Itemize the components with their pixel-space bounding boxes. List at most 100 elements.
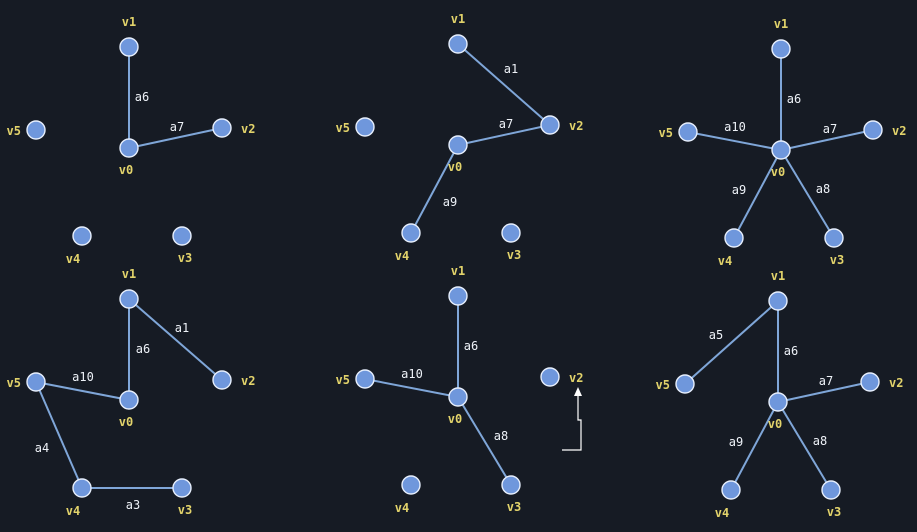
graph-6-edge-label-a7: a7 <box>819 374 833 388</box>
graph-3-vertex-label-v1: v1 <box>774 17 788 31</box>
graph-6-edge-v0-v4 <box>730 401 779 491</box>
graph-6-edge-label-a5: a5 <box>709 328 723 342</box>
graph-2-node-v5 <box>355 117 375 137</box>
graph-5-node-v0 <box>448 387 468 407</box>
graph-6-node-v1 <box>768 291 788 311</box>
graph-4-node-v3 <box>172 478 192 498</box>
graph-4-node-v1 <box>119 289 139 309</box>
graph-5-node-v4 <box>401 475 421 495</box>
graph-6-edge-label-a6: a6 <box>784 344 798 358</box>
graph-4-node-v2 <box>212 370 232 390</box>
graph-1-vertex-label-v3: v3 <box>178 251 192 265</box>
graph-2-node-v4 <box>401 223 421 243</box>
graph-3-node-v3 <box>824 228 844 248</box>
graph-3-vertex-label-v3: v3 <box>830 253 844 267</box>
graph-1-vertex-label-v2: v2 <box>241 122 255 136</box>
graph-4-vertex-label-v2: v2 <box>241 374 255 388</box>
graph-5-node-v5 <box>355 369 375 389</box>
graph-3-vertex-label-v0: v0 <box>771 165 785 179</box>
graph-4-vertex-label-v5: v5 <box>7 376 21 390</box>
graph-6-vertex-label-v1: v1 <box>771 269 785 283</box>
graph-5-edge-label-a6: a6 <box>464 339 478 353</box>
graph-6-edge-v1-v5 <box>684 300 779 385</box>
graph-2-vertex-label-v2: v2 <box>569 119 583 133</box>
graph-2-vertex-label-v5: v5 <box>336 121 350 135</box>
graph-2-vertex-label-v1: v1 <box>451 12 465 26</box>
graph-2-edge-label-a7: a7 <box>499 117 513 131</box>
graph-4-edge-v5-v0 <box>35 381 130 401</box>
graph-2-vertex-label-v4: v4 <box>395 249 409 263</box>
nodes-layer <box>26 34 883 500</box>
graph-3-vertex-label-v4: v4 <box>718 254 732 268</box>
edges-layer <box>35 43 874 491</box>
graph-2-edge-v0-v2 <box>457 124 551 146</box>
graph-2-edge-v0-v4 <box>410 144 459 234</box>
graph-5-vertex-label-v4: v4 <box>395 501 409 515</box>
graph-1-node-v1 <box>119 37 139 57</box>
graph-3-edge-label-a10: a10 <box>724 120 746 134</box>
graph-1-node-v2 <box>212 118 232 138</box>
graph-4-edge-label-a6: a6 <box>136 342 150 356</box>
graph-5-vertex-label-v2: v2 <box>569 371 583 385</box>
graph-1-vertex-label-v0: v0 <box>119 163 133 177</box>
graph-3-node-v4 <box>724 228 744 248</box>
graph-4-node-v0 <box>119 390 139 410</box>
graph-2-node-v1 <box>448 34 468 54</box>
graph-4-edge-label-a1: a1 <box>175 321 189 335</box>
graph-6-edge-v0-v3 <box>777 401 832 491</box>
graph-3-edge-label-a9: a9 <box>732 183 746 197</box>
graph-5-edge-label-a10: a10 <box>401 367 423 381</box>
graph-6-node-v4 <box>721 480 741 500</box>
graph-2-vertex-label-v3: v3 <box>507 248 521 262</box>
graph-1-vertex-label-v4: v4 <box>66 252 80 266</box>
graph-6-edge-label-a9: a9 <box>729 435 743 449</box>
graph-1-edge-v0-v2 <box>128 127 223 149</box>
graph-3-edge-label-a6: a6 <box>787 92 801 106</box>
graph-1-edge-label-a6: a6 <box>135 90 149 104</box>
graph-5-edge-v0-v3 <box>457 396 512 486</box>
graph-6-edge-label-a8: a8 <box>813 434 827 448</box>
graph-3-node-v2 <box>863 120 883 140</box>
graph-3-vertex-label-v5: v5 <box>659 126 673 140</box>
graph-5-node-v2 <box>540 367 560 387</box>
graph-6-vertex-label-v4: v4 <box>715 506 729 520</box>
graph-1-node-v0 <box>119 138 139 158</box>
graph-4-edge-label-a10: a10 <box>72 370 94 384</box>
graph-2-edge-label-a9: a9 <box>443 195 457 209</box>
graph-2-node-v0 <box>448 135 468 155</box>
graph-6-vertex-label-v5: v5 <box>656 378 670 392</box>
graph-6-node-v5 <box>675 374 695 394</box>
graph-6-node-v2 <box>860 372 880 392</box>
graph-6-node-v0 <box>768 392 788 412</box>
graph-4-vertex-label-v1: v1 <box>122 267 136 281</box>
cursor-arrow-indicator <box>562 387 582 451</box>
graph-4-edge-label-a4: a4 <box>35 441 49 455</box>
graph-6-vertex-label-v0: v0 <box>768 417 782 431</box>
graph-1-vertex-label-v5: v5 <box>7 124 21 138</box>
graph-3-node-v0 <box>771 140 791 160</box>
graph-4-edge-label-a3: a3 <box>126 498 140 512</box>
graph-2-node-v2 <box>540 115 560 135</box>
graph-2-vertex-label-v0: v0 <box>448 160 462 174</box>
graph-5-vertex-label-v0: v0 <box>448 412 462 426</box>
graph-1-vertex-label-v1: v1 <box>122 15 136 29</box>
graph-5-edge-label-a8: a8 <box>494 429 508 443</box>
graph-3-edge-label-a7: a7 <box>823 122 837 136</box>
graph-1-node-v3 <box>172 226 192 246</box>
graph-3-edge-v0-v2 <box>780 129 874 151</box>
graph-4-edge-v5-v4 <box>35 381 83 489</box>
graph-1-edge-label-a7: a7 <box>170 120 184 134</box>
graph-5-vertex-label-v3: v3 <box>507 500 521 514</box>
graph-3-edge-v0-v3 <box>780 149 835 239</box>
graph-4-edge-v1-v2 <box>128 298 223 381</box>
graph-2-node-v3 <box>501 223 521 243</box>
graph-5-vertex-label-v1: v1 <box>451 264 465 278</box>
graph-4-node-v4 <box>72 478 92 498</box>
graph-1-node-v4 <box>72 226 92 246</box>
graph-5-node-v3 <box>501 475 521 495</box>
graph-1-node-v5 <box>26 120 46 140</box>
graph-3-edge-label-a8: a8 <box>816 182 830 196</box>
graph-4-vertex-label-v3: v3 <box>178 503 192 517</box>
